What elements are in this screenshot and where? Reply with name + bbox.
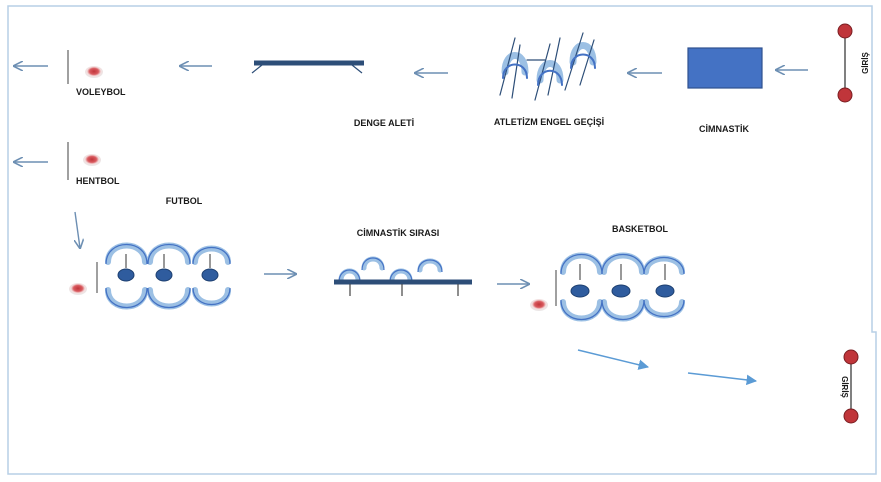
label-basketbol: BASKETBOL	[612, 224, 669, 234]
arrow-to-exit-1	[577, 349, 650, 370]
basketball-dribble-station	[530, 252, 685, 322]
flow-arrows-bottom	[577, 349, 758, 386]
cone-icon	[83, 154, 101, 166]
label-atletizm: ATLETİZM ENGEL GEÇİŞİ	[494, 117, 604, 127]
entrance-marker-bottom	[843, 349, 859, 424]
flow-arrows-top	[14, 66, 808, 162]
label-giris-top: GİRİŞ	[861, 51, 870, 73]
gymnastics-mat	[687, 47, 763, 89]
label-cimnastik: CİMNASTİK	[699, 124, 749, 134]
football-dribble-station	[69, 242, 231, 310]
cone-icon	[69, 283, 87, 295]
hurdles-icon	[499, 32, 597, 101]
volleyball-station	[67, 50, 103, 84]
label-giris-bottom: GİRİŞ	[840, 376, 849, 398]
balance-beam-icon	[251, 60, 364, 74]
cone-icon	[530, 299, 548, 311]
label-futbol: FUTBOL	[166, 196, 203, 206]
cone-icon	[85, 66, 103, 78]
arrow-hentbol-to-futbol	[75, 211, 80, 248]
handball-station	[67, 142, 101, 180]
label-voleybol: VOLEYBOL	[76, 87, 126, 97]
field-border	[7, 5, 877, 475]
label-denge: DENGE ALETİ	[354, 118, 414, 128]
label-hentbol: HENTBOL	[76, 176, 120, 186]
label-cimnastik-sirasi: CİMNASTİK SIRASI	[357, 228, 440, 238]
arrow-to-exit-2	[687, 372, 758, 386]
entrance-marker-top	[837, 23, 853, 103]
gymnastics-bench-icon	[334, 256, 472, 296]
